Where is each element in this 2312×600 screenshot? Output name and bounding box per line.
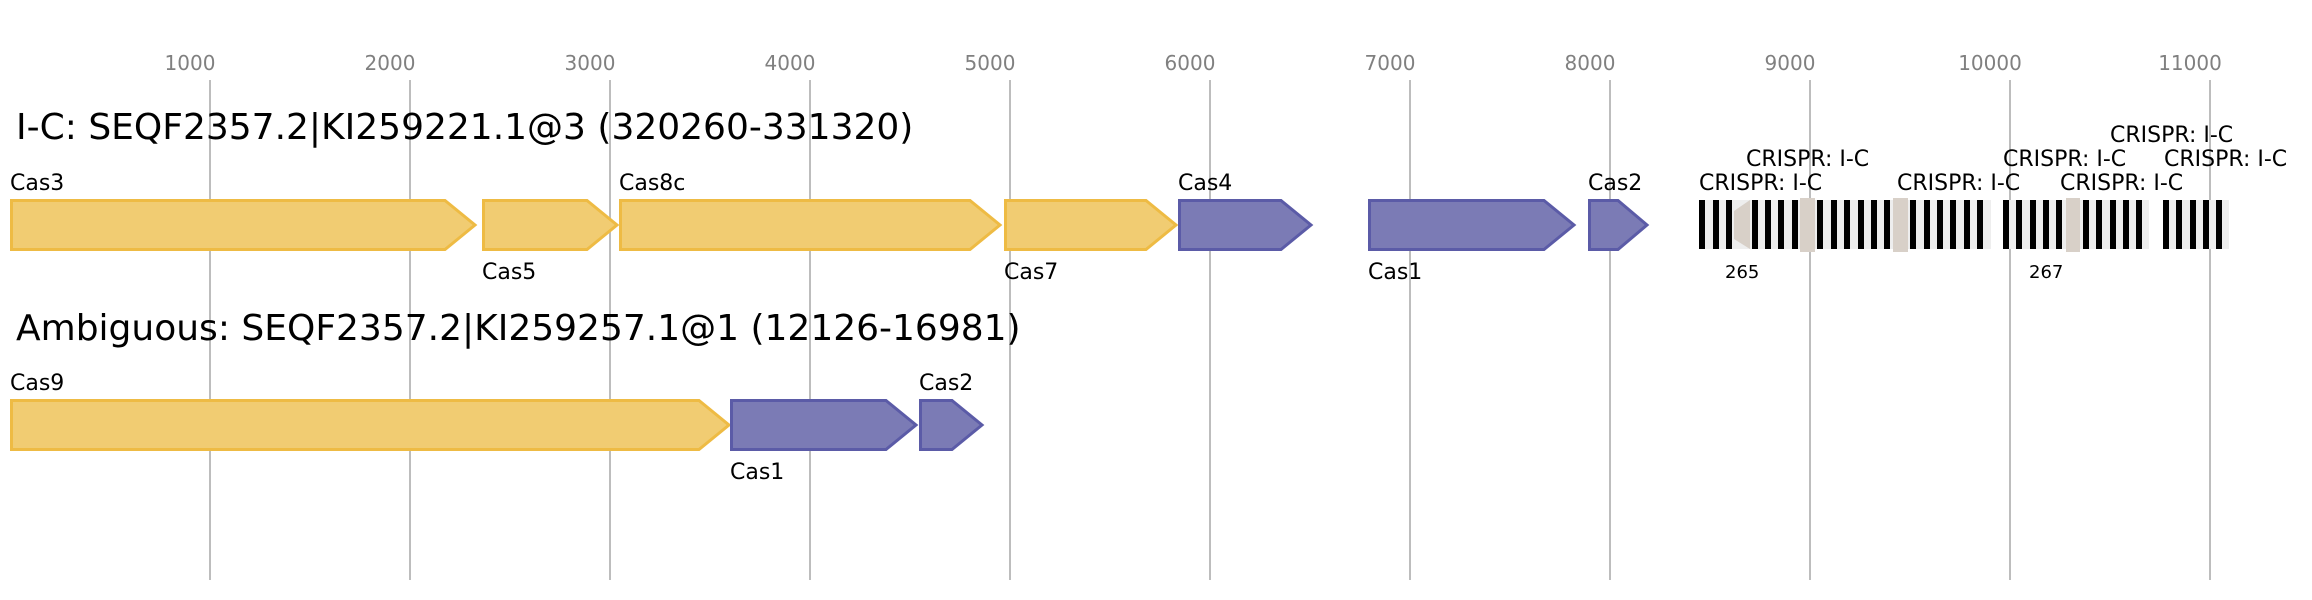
crispr-repeat — [1910, 200, 1916, 249]
gene-arrow-cas2 — [919, 399, 985, 451]
crispr-label: CRISPR: I-C — [1897, 171, 2020, 196]
crispr-repeat — [2016, 200, 2022, 249]
tick-label: 3000 — [565, 51, 616, 75]
locus-title: I-C: SEQF2357.2|KI259221.1@3 (320260-331… — [16, 107, 913, 148]
gene-arrow-cas3 — [10, 199, 478, 251]
axis-tick-labels: 1000 2000 3000 4000 5000 6000 7000 8000 9000 1000… — [165, 51, 2222, 75]
crispr-degenerate-repeat — [1800, 198, 1815, 252]
crispr-repeat — [2163, 200, 2169, 249]
gene-label: Cas9 — [10, 371, 64, 396]
crispr-array: CRISPR: I-C — [2163, 147, 2287, 249]
gene-label: Cas1 — [730, 460, 784, 485]
gene-label: Cas1 — [1368, 260, 1422, 285]
gene-arrow-cas2 — [1588, 199, 1650, 251]
gene-arrow-cas1 — [730, 399, 919, 451]
crispr-repeat — [1765, 200, 1771, 249]
crispr-direction-arrow-icon — [1734, 200, 1750, 249]
crispr-repeat — [1699, 200, 1705, 249]
tick-label: 5000 — [965, 51, 1016, 75]
grid-layer — [209, 80, 2211, 580]
gene-label: Cas2 — [919, 371, 973, 396]
crispr-repeat — [1844, 200, 1850, 249]
loci: I-C: SEQF2357.2|KI259221.1@3 (320260-331… — [10, 107, 2287, 485]
tick-label: 10000 — [1958, 51, 2022, 75]
crispr-label: CRISPR: I-C — [2003, 147, 2126, 172]
crispr-repeat — [1858, 200, 1864, 249]
crispr-repeat — [1937, 200, 1943, 249]
crispr-label: CRISPR: I-C — [1699, 171, 1822, 196]
crispr-repeat — [2043, 200, 2049, 249]
crispr-repeat — [2096, 200, 2102, 249]
crispr-repeat — [1831, 200, 1837, 249]
locus-row: I-C: SEQF2357.2|KI259221.1@3 (320260-331… — [10, 107, 2287, 285]
crispr-repeat — [1817, 200, 1823, 249]
crispr-repeat — [1726, 200, 1732, 249]
gene-arrow-cas5 — [482, 199, 620, 251]
crispr-spacer-count: 265 — [1725, 262, 1759, 283]
locus-title: Ambiguous: SEQF2357.2|KI259257.1@1 (1212… — [16, 308, 1021, 349]
crispr-repeat — [2136, 200, 2142, 249]
crispr-degenerate-repeat — [2066, 198, 2080, 252]
crispr-label: CRISPR: I-C — [2110, 123, 2233, 148]
gene-label: Cas5 — [482, 260, 536, 285]
tick-label: 8000 — [1565, 51, 1616, 75]
crispr-repeat — [2203, 200, 2209, 249]
crispr-repeat — [2190, 200, 2196, 249]
crispr-repeat — [1884, 200, 1890, 249]
crispr-repeat — [2056, 200, 2062, 249]
gene-arrow-cas1 — [1368, 199, 1577, 251]
crispr-repeat — [1713, 200, 1719, 249]
gene-label: Cas8c — [619, 171, 685, 196]
tick-label: 2000 — [365, 51, 416, 75]
crispr-degenerate-repeat — [1893, 198, 1908, 252]
gene-arrow-cas9 — [10, 399, 732, 451]
gene-arrow-cas8c — [619, 199, 1003, 251]
tick-label: 1000 — [165, 51, 216, 75]
crispr-repeat — [1752, 200, 1758, 249]
tick-label: 4000 — [765, 51, 816, 75]
crispr-repeat — [1778, 200, 1784, 249]
crispr-repeat — [1924, 200, 1930, 249]
crispr-repeat — [2030, 200, 2036, 249]
crispr-repeat — [1964, 200, 1970, 249]
crispr-repeat — [1871, 200, 1877, 249]
gene-arrow-cas4 — [1178, 199, 1314, 251]
gene-label: Cas7 — [1004, 260, 1058, 285]
gene-label: Cas3 — [10, 171, 64, 196]
locus-row: Ambiguous: SEQF2357.2|KI259257.1@1 (1212… — [10, 308, 1021, 485]
crispr-repeat — [1792, 200, 1798, 249]
tick-label: 7000 — [1365, 51, 1416, 75]
tick-label: 6000 — [1165, 51, 1216, 75]
tick-label: 9000 — [1765, 51, 1816, 75]
gene-arrow-cas7 — [1004, 199, 1179, 251]
gene-label: Cas2 — [1588, 171, 1642, 196]
crispr-repeat — [1950, 200, 1956, 249]
crispr-repeat — [2083, 200, 2089, 249]
crispr-label: CRISPR: I-C — [2060, 171, 2183, 196]
gene-label: Cas4 — [1178, 171, 1232, 196]
crispr-label: CRISPR: I-C — [1746, 147, 1869, 172]
crispr-repeat — [2110, 200, 2116, 249]
crispr-repeat — [1977, 200, 1983, 249]
tick-label: 11000 — [2158, 51, 2222, 75]
crispr-repeat — [2216, 200, 2222, 249]
crispr-repeat — [2123, 200, 2129, 249]
crispr-repeat — [2003, 200, 2009, 249]
crispr-label: CRISPR: I-C — [2164, 147, 2287, 172]
crispr-spacer-count: 267 — [2029, 262, 2063, 283]
crispr-repeat — [2176, 200, 2182, 249]
